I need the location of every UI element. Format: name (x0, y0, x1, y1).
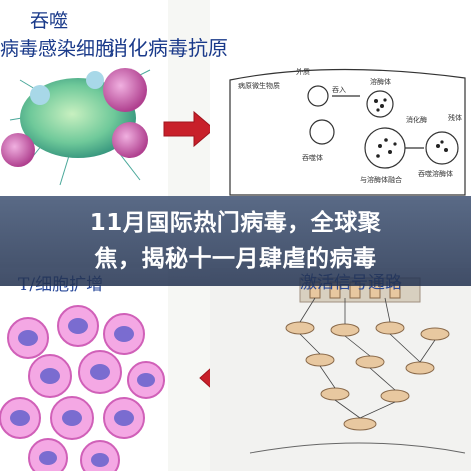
phagosome (309, 119, 335, 145)
t-cell-cluster (0, 305, 165, 471)
residual-body (425, 131, 459, 165)
panel-label-digest-antigen: 消化病毒抗原 (108, 36, 228, 60)
virus-particle (103, 68, 147, 112)
phagolysosome (364, 127, 406, 169)
headline-line-1: 11月国际热门病毒，全球聚 (89, 210, 382, 236)
diag-label-membrane: 外质 (296, 67, 310, 76)
nucleus-outline (249, 442, 466, 454)
diag-label-virus: 病原微生物质 (238, 81, 280, 90)
diag-label-phagosome: 吞噬体 (302, 153, 323, 162)
headline-banner (0, 196, 471, 286)
virus-particle (112, 122, 148, 158)
lysosome (366, 90, 394, 118)
diag-label-digest: 消化酶 (406, 115, 427, 124)
diag-label-fusion: 与溶酶体融合 (360, 175, 402, 184)
enzyme-dots (374, 98, 448, 158)
infected-cell-panel (0, 0, 168, 200)
digest-antigen-panel: 病原微生物质 外质 吞入 溶酶体 消化酶 吞噬体 与溶酶体融合 吞噬溶酶体 残体 (210, 0, 471, 200)
diag-label-residue: 残体 (448, 113, 462, 122)
headline: 11月国际热门病毒，全球聚 焦，揭秘十一月肆虐的病毒 (8, 205, 463, 277)
signal-pathway-diagram (249, 277, 466, 454)
t-cell-panel (0, 268, 168, 471)
diag-label-lysosome: 溶酶体 (370, 77, 391, 86)
cell-outline (229, 68, 466, 196)
virus-particle (1, 133, 35, 167)
signal-pathway-panel (210, 268, 471, 471)
t-cells (0, 305, 165, 471)
diag-label-phagolysosome: 吞噬溶酶体 (418, 169, 453, 178)
arrow-right-icon (163, 110, 215, 148)
panel-label-infected-cell: 病毒感染细胞 (0, 38, 115, 60)
virus-particle (30, 85, 50, 105)
virus-particle (86, 71, 104, 89)
engulf-vesicle (307, 85, 329, 107)
phagocytosis-diagram: 病原微生物质 外质 吞入 溶酶体 消化酶 吞噬体 与溶酶体融合 吞噬溶酶体 残体 (229, 67, 466, 196)
headline-line-2: 焦，揭秘十一月肆虐的病毒 (94, 246, 377, 272)
diag-label-engulf: 吞入 (332, 86, 346, 94)
infected-cell-illustration (1, 68, 151, 186)
pathway-edges (299, 297, 436, 419)
panel-label-engulf: 吞噬 (30, 10, 69, 32)
